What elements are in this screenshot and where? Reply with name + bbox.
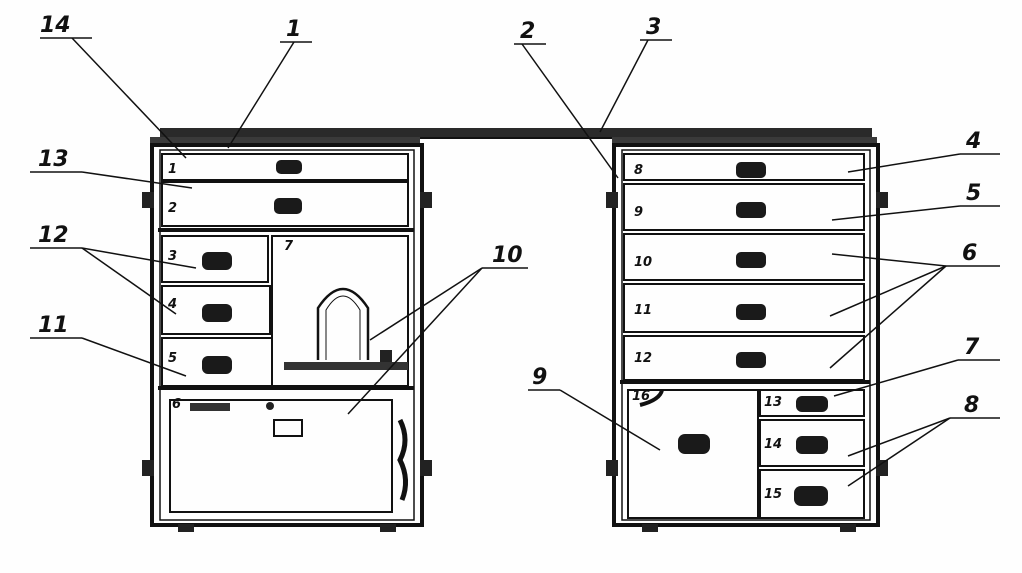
drawer-number-9: 9 [634, 205, 643, 220]
drawer-number-1: 1 [168, 162, 177, 177]
callout-labels: 14 1 2 3 4 13 5 12 10 6 11 7 9 8 [38, 13, 981, 418]
drawer-number-7: 7 [284, 239, 294, 254]
right-cabinet [606, 143, 888, 532]
drawer-number-13: 13 [764, 395, 782, 410]
callout-5: 5 [966, 181, 981, 206]
desk-top-board [150, 128, 877, 147]
drawer-numbers: 1 2 3 4 5 6 7 8 9 10 11 12 13 14 15 16 [167, 162, 782, 502]
callout-10: 10 [492, 243, 523, 268]
drawer-number-5: 5 [168, 351, 177, 366]
drawer-number-11: 11 [634, 303, 652, 318]
drawer-number-10: 10 [634, 255, 652, 270]
leader-lines [30, 37, 1000, 487]
drawer-number-15: 15 [764, 487, 782, 502]
callout-7: 7 [964, 335, 980, 360]
drawer-number-14: 14 [764, 437, 782, 452]
callout-14: 14 [40, 13, 71, 38]
drawer-number-12: 12 [634, 351, 652, 366]
callout-1: 1 [286, 17, 301, 42]
callout-11: 11 [38, 313, 69, 338]
callout-3: 3 [646, 15, 661, 40]
callout-12: 12 [38, 223, 69, 248]
left-cabinet [142, 143, 432, 532]
drawer-number-8: 8 [634, 163, 643, 178]
callout-2: 2 [520, 19, 535, 44]
callout-6: 6 [962, 241, 977, 266]
drawer-number-4: 4 [167, 297, 177, 312]
drawer-number-6: 6 [172, 397, 181, 412]
callout-13: 13 [38, 147, 69, 172]
drawer-number-3: 3 [168, 249, 177, 264]
drawer-number-2: 2 [168, 201, 177, 216]
callout-4: 4 [965, 129, 981, 154]
drawer-number-16: 16 [632, 389, 650, 404]
callout-9: 9 [532, 365, 547, 390]
callout-8: 8 [964, 393, 979, 418]
